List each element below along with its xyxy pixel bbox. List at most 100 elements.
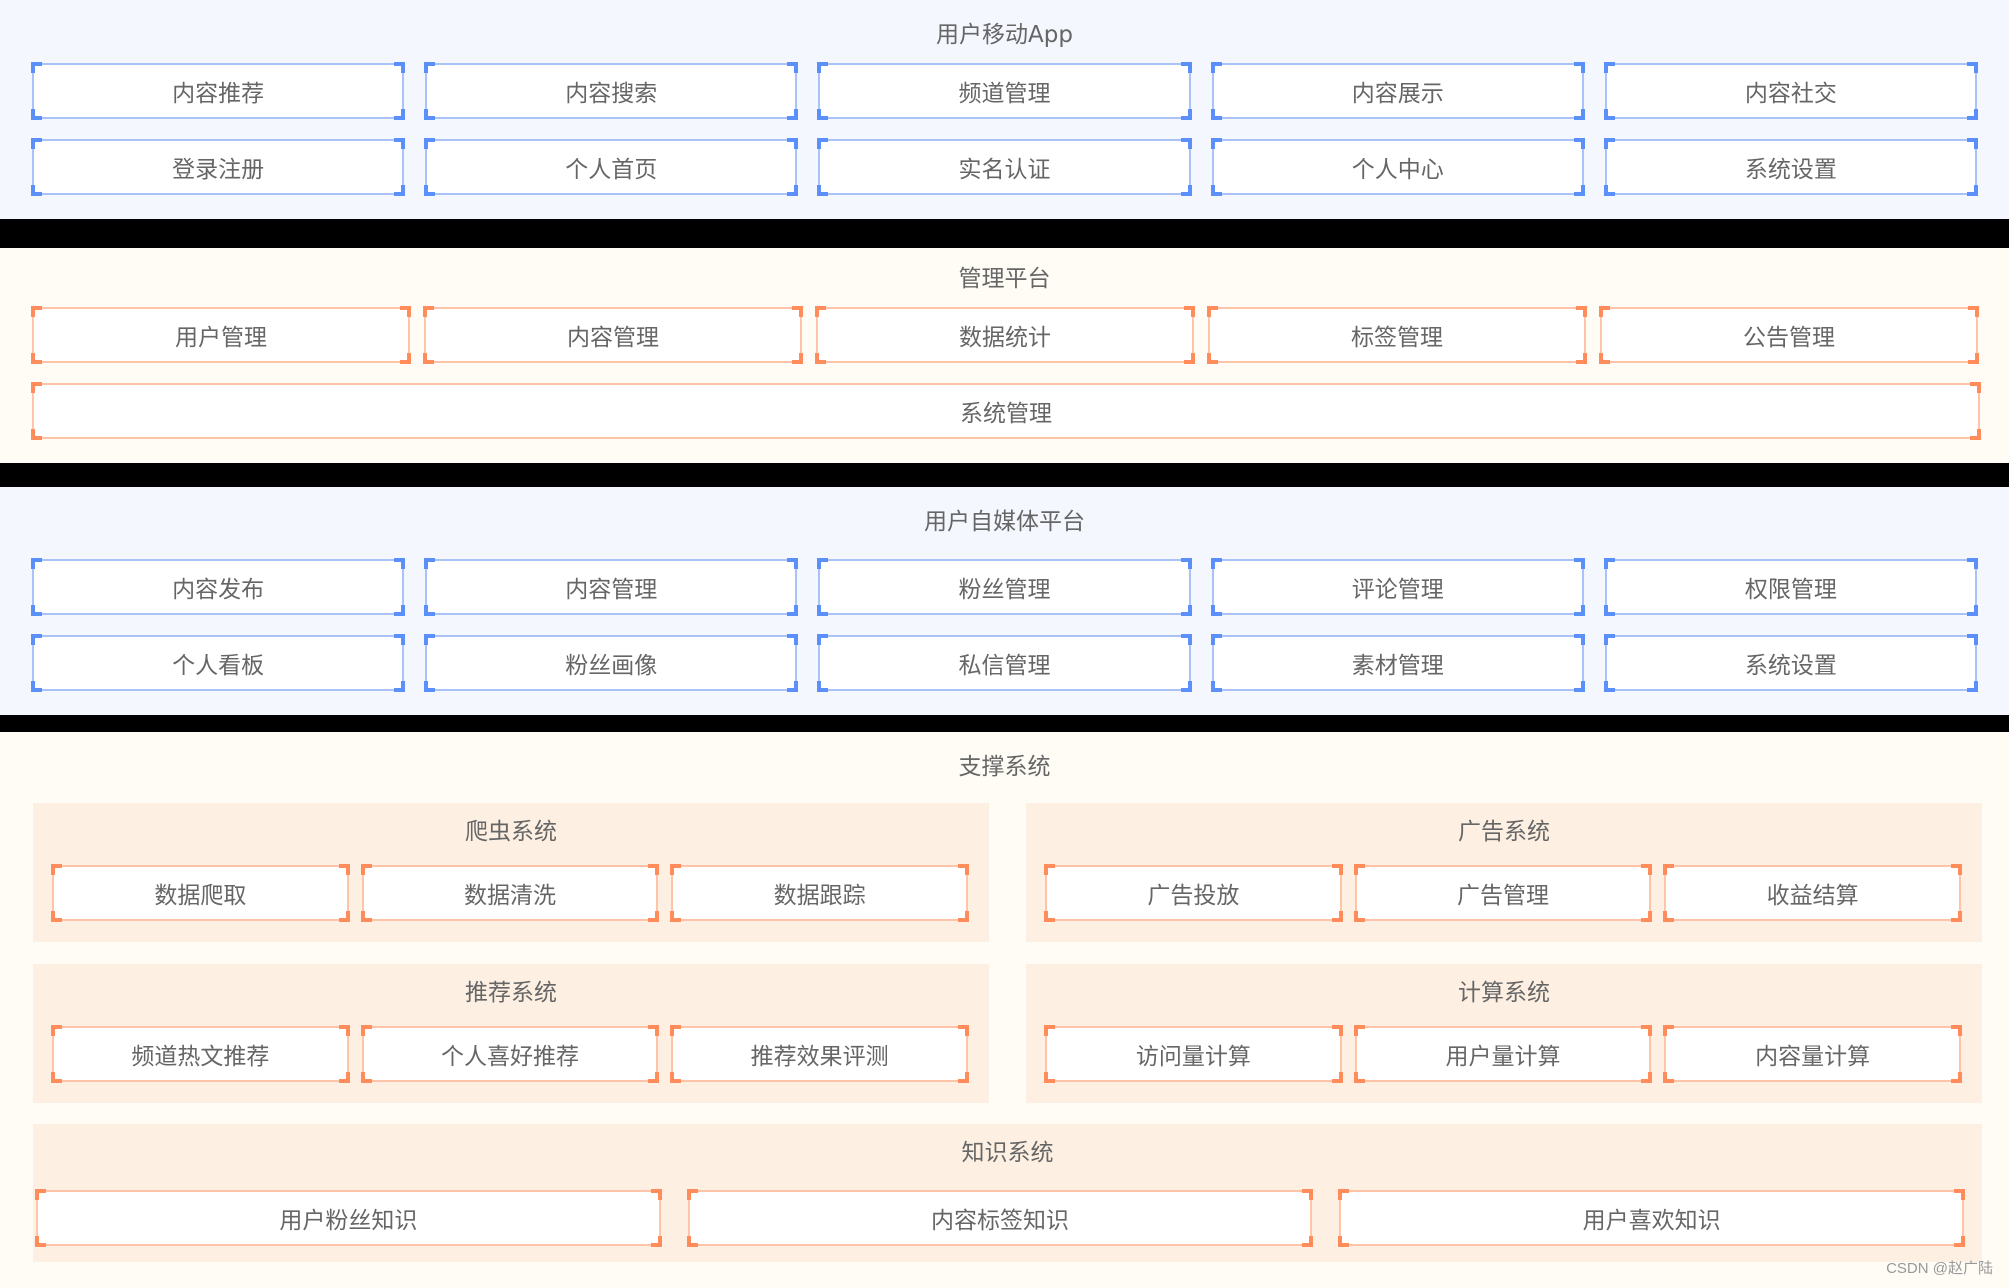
module-label: 系统管理 bbox=[960, 401, 1052, 427]
module-label: 广告投放 bbox=[1147, 883, 1240, 909]
module-box: 广告投放 bbox=[1044, 864, 1343, 922]
module-box: 数据清洗 bbox=[360, 864, 660, 922]
panel-title: 广告系统 bbox=[1458, 819, 1550, 845]
module-label: 私信管理 bbox=[958, 653, 1051, 679]
module-label: 个人看板 bbox=[172, 653, 265, 679]
module-box: 个人首页 bbox=[424, 138, 799, 196]
module-label: 系统设置 bbox=[1744, 653, 1837, 679]
module-box: 内容发布 bbox=[31, 558, 406, 616]
module-row: 内容推荐 内容搜索 频道管理 内容展示 内容社交 bbox=[31, 62, 1978, 120]
module-box: 收益结算 bbox=[1663, 864, 1962, 922]
module-label: 数据统计 bbox=[959, 325, 1051, 351]
module-box: 用户量计算 bbox=[1353, 1025, 1653, 1083]
module-label: 内容量计算 bbox=[1755, 1044, 1871, 1070]
module-row: 数据爬取 数据清洗 数据跟踪 bbox=[51, 864, 969, 922]
module-box: 系统设置 bbox=[1603, 634, 1978, 692]
module-box: 内容搜索 bbox=[424, 62, 799, 120]
module-label: 个人首页 bbox=[565, 157, 658, 183]
module-label: 系统设置 bbox=[1744, 157, 1837, 183]
module-label: 粉丝画像 bbox=[565, 653, 658, 679]
module-box: 个人喜好推荐 bbox=[360, 1025, 660, 1083]
module-label: 登录注册 bbox=[172, 157, 265, 183]
module-box: 频道管理 bbox=[817, 62, 1192, 120]
module-label: 内容标签知识 bbox=[930, 1208, 1069, 1234]
module-box: 粉丝管理 bbox=[817, 558, 1192, 616]
module-box: 数据跟踪 bbox=[670, 864, 969, 922]
module-box: 公告管理 bbox=[1599, 306, 1979, 364]
module-label: 数据爬取 bbox=[154, 883, 247, 909]
module-row: 用户粉丝知识 内容标签知识 用户喜欢知识 bbox=[35, 1189, 1965, 1247]
module-row: 广告投放 广告管理 收益结算 bbox=[1044, 864, 1962, 922]
module-label: 用户喜欢知识 bbox=[1582, 1208, 1721, 1234]
module-box: 用户喜欢知识 bbox=[1338, 1189, 1965, 1247]
panel-title: 爬虫系统 bbox=[465, 819, 557, 845]
module-box: 系统设置 bbox=[1603, 138, 1978, 196]
module-box: 访问量计算 bbox=[1044, 1025, 1343, 1083]
panel-title: 知识系统 bbox=[961, 1140, 1054, 1166]
module-label: 内容推荐 bbox=[172, 81, 265, 107]
module-row: 个人看板 粉丝画像 私信管理 素材管理 系统设置 bbox=[31, 634, 1978, 692]
module-box: 用户粉丝知识 bbox=[35, 1189, 662, 1247]
module-label: 内容管理 bbox=[565, 577, 658, 603]
module-label: 数据清洗 bbox=[463, 883, 556, 909]
panel-title: 计算系统 bbox=[1458, 980, 1550, 1006]
module-box: 个人看板 bbox=[31, 634, 406, 692]
panel-compute-system: 计算系统 访问量计算 用户量计算 内容量计算 bbox=[1026, 964, 1982, 1103]
module-label: 内容搜索 bbox=[565, 81, 658, 107]
module-box: 内容推荐 bbox=[31, 62, 406, 120]
module-label: 用户管理 bbox=[175, 325, 267, 351]
panel-title: 推荐系统 bbox=[465, 980, 557, 1006]
module-label: 个人中心 bbox=[1351, 157, 1444, 183]
section-user-mobile-app: 用户移动App 内容推荐 内容搜索 频道管理 内容展示 内容社交 登录注册 个人… bbox=[0, 0, 2009, 219]
module-box: 内容标签知识 bbox=[686, 1189, 1314, 1247]
module-label: 广告管理 bbox=[1456, 883, 1549, 909]
panel-crawler-system: 爬虫系统 数据爬取 数据清洗 数据跟踪 bbox=[33, 803, 989, 942]
module-box: 频道热文推荐 bbox=[51, 1025, 350, 1083]
module-label: 公告管理 bbox=[1743, 325, 1835, 351]
module-label: 内容发布 bbox=[172, 577, 265, 603]
module-label: 素材管理 bbox=[1351, 653, 1444, 679]
panel-ad-system: 广告系统 广告投放 广告管理 收益结算 bbox=[1026, 803, 1982, 942]
module-box: 内容管理 bbox=[424, 558, 799, 616]
module-box: 用户管理 bbox=[31, 306, 411, 364]
section-support-systems: 支撑系统 爬虫系统 数据爬取 数据清洗 数据跟踪 广告系统 广告投放 广告管理 … bbox=[0, 732, 2009, 1288]
section-title: 支撑系统 bbox=[958, 754, 1051, 780]
module-box: 实名认证 bbox=[817, 138, 1192, 196]
section-title: 用户移动App bbox=[936, 22, 1073, 48]
module-box: 标签管理 bbox=[1207, 306, 1587, 364]
module-box: 权限管理 bbox=[1603, 558, 1978, 616]
panel-recommend-system: 推荐系统 频道热文推荐 个人喜好推荐 推荐效果评测 bbox=[33, 964, 989, 1103]
module-box: 内容社交 bbox=[1603, 62, 1978, 120]
module-box: 数据统计 bbox=[815, 306, 1195, 364]
module-box: 广告管理 bbox=[1353, 864, 1653, 922]
section-title: 管理平台 bbox=[958, 266, 1051, 292]
module-label: 个人喜好推荐 bbox=[440, 1044, 579, 1070]
section-admin-platform: 管理平台 用户管理 内容管理 数据统计 标签管理 公告管理 系统管理 bbox=[0, 248, 2009, 463]
module-box: 粉丝画像 bbox=[424, 634, 799, 692]
module-label: 内容展示 bbox=[1351, 81, 1444, 107]
section-self-media-platform: 用户自媒体平台 内容发布 内容管理 粉丝管理 评论管理 权限管理 个人看板 粉丝… bbox=[0, 487, 2009, 715]
module-box-full: 系统管理 bbox=[31, 382, 1981, 440]
module-row: 内容发布 内容管理 粉丝管理 评论管理 权限管理 bbox=[31, 558, 1978, 616]
module-label: 粉丝管理 bbox=[958, 577, 1051, 603]
module-label: 内容社交 bbox=[1744, 81, 1837, 107]
module-box: 评论管理 bbox=[1210, 558, 1585, 616]
module-label: 数据跟踪 bbox=[773, 883, 866, 909]
module-label: 收益结算 bbox=[1766, 883, 1859, 909]
module-row: 频道热文推荐 个人喜好推荐 推荐效果评测 bbox=[51, 1025, 969, 1083]
module-row: 登录注册 个人首页 实名认证 个人中心 系统设置 bbox=[31, 138, 1978, 196]
module-box: 数据爬取 bbox=[51, 864, 350, 922]
module-label: 权限管理 bbox=[1744, 577, 1837, 603]
module-box: 素材管理 bbox=[1210, 634, 1585, 692]
module-box: 内容展示 bbox=[1210, 62, 1585, 120]
module-label: 频道管理 bbox=[958, 81, 1051, 107]
module-label: 内容管理 bbox=[567, 325, 659, 351]
module-label: 用户量计算 bbox=[1445, 1044, 1561, 1070]
module-box: 内容量计算 bbox=[1663, 1025, 1962, 1083]
module-label: 频道热文推荐 bbox=[131, 1044, 270, 1070]
module-row: 访问量计算 用户量计算 内容量计算 bbox=[1044, 1025, 1962, 1083]
module-box: 私信管理 bbox=[817, 634, 1192, 692]
module-label: 实名认证 bbox=[958, 157, 1051, 183]
module-label: 评论管理 bbox=[1351, 577, 1444, 603]
module-box: 个人中心 bbox=[1210, 138, 1585, 196]
